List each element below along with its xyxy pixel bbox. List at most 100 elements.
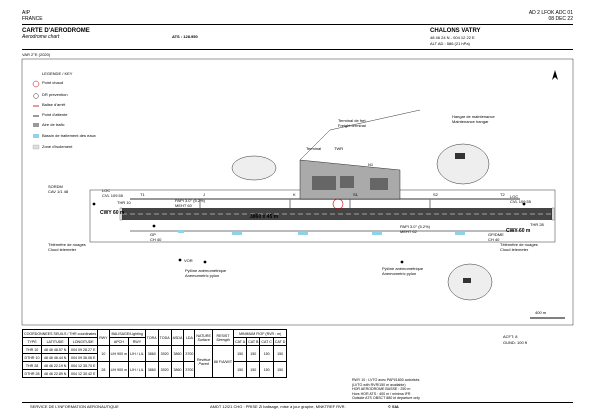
- loc-antenna-west: [92, 202, 96, 206]
- gp-west-value: CH 40: [150, 237, 162, 242]
- th-type: TYPE: [21, 337, 43, 346]
- th-rwy: RWY: [97, 329, 110, 346]
- isolation-area-west: [231, 155, 277, 181]
- dr-prevention-icon: [33, 93, 39, 99]
- water-basin: [372, 232, 382, 235]
- th-lda: LDA: [183, 329, 196, 346]
- hot-spot-marker: [332, 198, 344, 210]
- freight-label-en: Freight terminal: [338, 123, 366, 128]
- hangar-label-en: Maintenance hangar: [452, 119, 489, 124]
- th-cata: CAT A: [233, 337, 248, 346]
- loc-east-value: CVL 109.55: [510, 199, 532, 204]
- th-lat: LATITUDE: [41, 337, 70, 346]
- vor-station: [178, 258, 182, 262]
- acft-label: ACFT: 8: [503, 334, 518, 339]
- twy-t1-label: T1: [140, 192, 145, 197]
- runway: [122, 208, 552, 220]
- legend-item-2: Balise d'arrêt: [42, 102, 66, 107]
- legend-item-1: DR prevention: [42, 92, 68, 97]
- chart-title-fr: CARTE D'AERODROME: [22, 28, 90, 34]
- th-catb: CAT B: [246, 337, 261, 346]
- water-basin: [455, 232, 465, 235]
- papi10-meht: MEHT 60: [175, 203, 193, 208]
- water-basin: [232, 232, 242, 235]
- gp-east-label: GP/DME: [488, 232, 504, 237]
- legend-item-5: Bassin de traitement des eaux: [42, 133, 96, 138]
- aerodrome-coords: 48 46 24 N - 004 12 22 E: [430, 35, 475, 40]
- gund-label: GUND: 100 ft: [503, 340, 528, 345]
- anemometric-pylon-west: [203, 260, 207, 264]
- footer-divider: [22, 402, 573, 403]
- th-asda: ASDA: [170, 329, 185, 346]
- map-frame: [21, 58, 574, 326]
- gp-west-label: GP: [150, 232, 156, 237]
- runway-data-table: COORDONNEES SEUILS / THR coordinates RWY…: [21, 329, 288, 378]
- twy-j-label: J: [203, 192, 205, 197]
- water-basin: [298, 232, 308, 235]
- pylon-label-w: Pylône anémométrique: [185, 268, 227, 273]
- th-toda: TODA: [157, 329, 172, 346]
- access-road: [329, 109, 421, 131]
- loc-west-value: CVL 109.55: [102, 193, 124, 198]
- aerodrome-altitude: ALT AD : 586 (21 hPa): [430, 41, 470, 46]
- footer-amendment: AMDT 12/21 CHG : PRISE Zi balisage, mise…: [210, 404, 346, 409]
- twy-k-label: K: [293, 192, 296, 197]
- hot-spot-icon: [32, 80, 40, 88]
- thr28-label: THR 28: [530, 222, 545, 227]
- papi28-label: PAPI 3.0° (5.2%): [400, 224, 431, 229]
- gp-east-value: CH 40: [488, 237, 500, 242]
- legend-item-6: Zone d'isolement: [42, 144, 73, 149]
- hangar-south: [463, 278, 471, 283]
- thr28-marker: [551, 207, 555, 221]
- title-divider: [22, 49, 573, 50]
- th-apch: APCH: [108, 337, 130, 346]
- ceilometer-label-w-en: Cloud telemeter: [48, 247, 77, 252]
- th-tora: TORA: [144, 329, 159, 346]
- vor-label: VOR: [184, 258, 193, 263]
- water-basin: [178, 230, 184, 233]
- twy-s1-label: S1: [353, 192, 359, 197]
- header-aip: AIP: [22, 10, 31, 16]
- legend: LEGENDE / KEY Point chaud DR prevention …: [32, 71, 96, 150]
- twy-t2-label: T2: [500, 192, 505, 197]
- pylon-label-e: Pylône anémométrique: [382, 266, 424, 271]
- gp-antenna-west: [152, 224, 156, 228]
- cwy-left-label: CWY 60 m: [100, 210, 125, 216]
- header-france: FRANCE: [22, 16, 43, 22]
- header-doc-id: AD 2 LFOK ADC 01: [528, 10, 573, 16]
- th-catd: CAT D: [272, 337, 288, 346]
- ceilometer-label-e-en: Cloud telemeter: [500, 247, 529, 252]
- apron-building: [340, 176, 354, 188]
- footer-sia: © SIA: [388, 404, 399, 409]
- north-arrow-icon: [552, 70, 558, 80]
- table-row: DTHR 10 48 46 46.44 N 004 09 36.06 E: [21, 353, 287, 362]
- table-row: DTHR 28 48 46 22.89 N 004 12 30.42 E: [21, 369, 287, 378]
- th-catc: CAT C: [259, 337, 274, 346]
- header-divider: [22, 24, 573, 25]
- legend-title: LEGENDE / KEY: [42, 71, 73, 76]
- access-road: [299, 129, 331, 161]
- aerodrome-name: CHALONS VATRY: [430, 28, 481, 34]
- th-rwyl: RWY: [128, 337, 146, 346]
- terminal-label: Terminal: [306, 146, 321, 151]
- twy-s2-label: S2: [433, 192, 439, 197]
- sordm-value: CAV 1/1 48: [48, 189, 69, 194]
- anemometric-pylon-east: [400, 260, 404, 264]
- chart-title-en: Aerodrome chart: [22, 34, 60, 40]
- magnetic-variation: VAR 2°E (2020): [22, 52, 51, 57]
- papi10-label: PAPI 3.0° (5.2%): [175, 198, 206, 203]
- twy-n1-label: N1: [368, 162, 374, 167]
- ceilometer-label-w: Télémètre de nuages: [48, 242, 86, 247]
- loc-west-label: LOC: [102, 188, 110, 193]
- terminal-building: [312, 176, 336, 190]
- table-row: THR 28 48 46 22.19 N 004 12 35.70 E 28 L…: [21, 361, 288, 378]
- sordm-label: SORDM: [48, 184, 63, 189]
- thr10-marker: [119, 207, 123, 221]
- hangar-label: Hangar de maintenance: [452, 114, 495, 119]
- table-row: THR 10 48 46 48.57 N 004 09 28.27 E 10 L…: [21, 345, 288, 378]
- tower-label: TWR: [334, 146, 343, 151]
- loc-east-label: LOC: [510, 194, 518, 199]
- th-minimum: MINIMUM FIOF (RVR : m): [233, 329, 288, 338]
